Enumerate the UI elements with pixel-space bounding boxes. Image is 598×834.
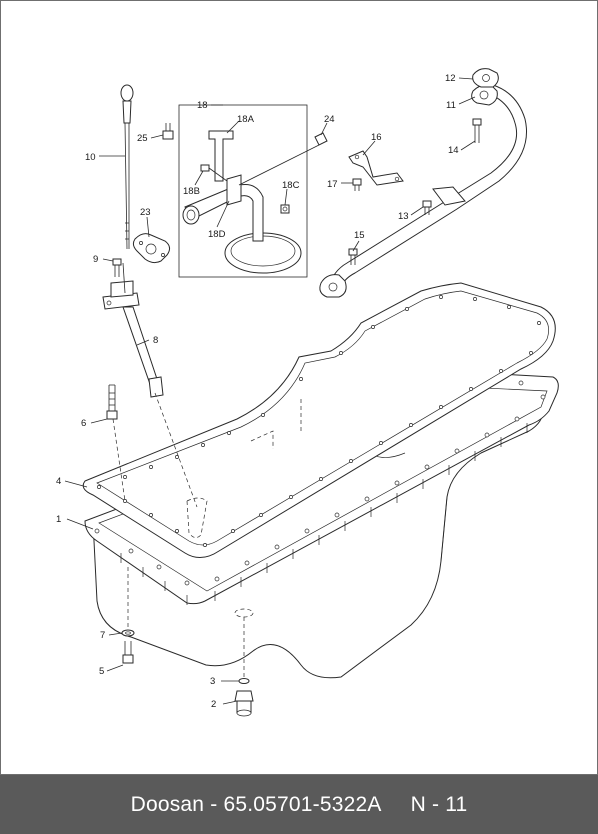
callout-1: 1	[56, 514, 61, 525]
footer-brand: Doosan	[130, 793, 205, 816]
callout-4: 4	[56, 476, 61, 487]
callout-18: 18	[197, 100, 208, 111]
callout-16: 16	[371, 132, 382, 143]
footer-page: N - 11	[410, 793, 468, 816]
callout-9: 9	[93, 254, 98, 265]
callout-25: 25	[137, 133, 148, 144]
callout-labels: 1 2 3 4 5 6 7 8 9 10 11 12 13 14 15 16 1…	[56, 73, 459, 710]
bolt-25	[162, 123, 174, 140]
oil-pipe	[319, 68, 527, 298]
washer-7	[121, 629, 135, 637]
footer-bar: Doosan - 65.05701-5322A N - 11	[0, 775, 598, 834]
oil-pan-exploded-diagram: 1 2 3 4 5 6 7 8 9 10 11 12 13 14 15 16 1…	[0, 0, 598, 775]
callout-18c: 18C	[282, 180, 300, 191]
footer-part-number: 65.05701-5322A	[223, 793, 381, 816]
callout-23: 23	[140, 207, 151, 218]
bolt-6	[106, 384, 118, 420]
dipstick-guide-tube	[102, 262, 164, 398]
callout-6: 6	[81, 418, 86, 429]
callout-18b: 18B	[183, 186, 200, 197]
bolt-24	[238, 132, 328, 186]
callout-5: 5	[99, 666, 104, 677]
strainer-gasket-23	[132, 233, 171, 264]
dipstick	[120, 84, 134, 250]
callout-13: 13	[398, 211, 409, 222]
callout-24: 24	[324, 114, 335, 125]
bolt-9	[112, 258, 122, 277]
leader-lines	[64, 77, 476, 705]
callout-2: 2	[211, 699, 216, 710]
diagram-canvas: 1 2 3 4 5 6 7 8 9 10 11 12 13 14 15 16 1…	[56, 68, 559, 717]
callout-14: 14	[448, 145, 459, 156]
oil-pan-gasket	[82, 282, 556, 558]
callout-8: 8	[153, 335, 158, 346]
callout-17: 17	[327, 179, 338, 190]
callout-10: 10	[85, 152, 96, 163]
callout-11: 11	[446, 100, 456, 111]
callout-18a: 18A	[237, 114, 255, 125]
bolt-5	[122, 641, 134, 664]
oil-strainer-assembly	[178, 104, 308, 278]
callout-12: 12	[445, 73, 456, 84]
callout-7: 7	[100, 630, 105, 641]
drain-plug	[234, 678, 254, 717]
callout-18d: 18D	[208, 229, 226, 240]
footer-caption: Doosan - 65.05701-5322A N - 11	[130, 793, 468, 816]
callout-3: 3	[210, 676, 215, 687]
callout-15: 15	[354, 230, 365, 241]
